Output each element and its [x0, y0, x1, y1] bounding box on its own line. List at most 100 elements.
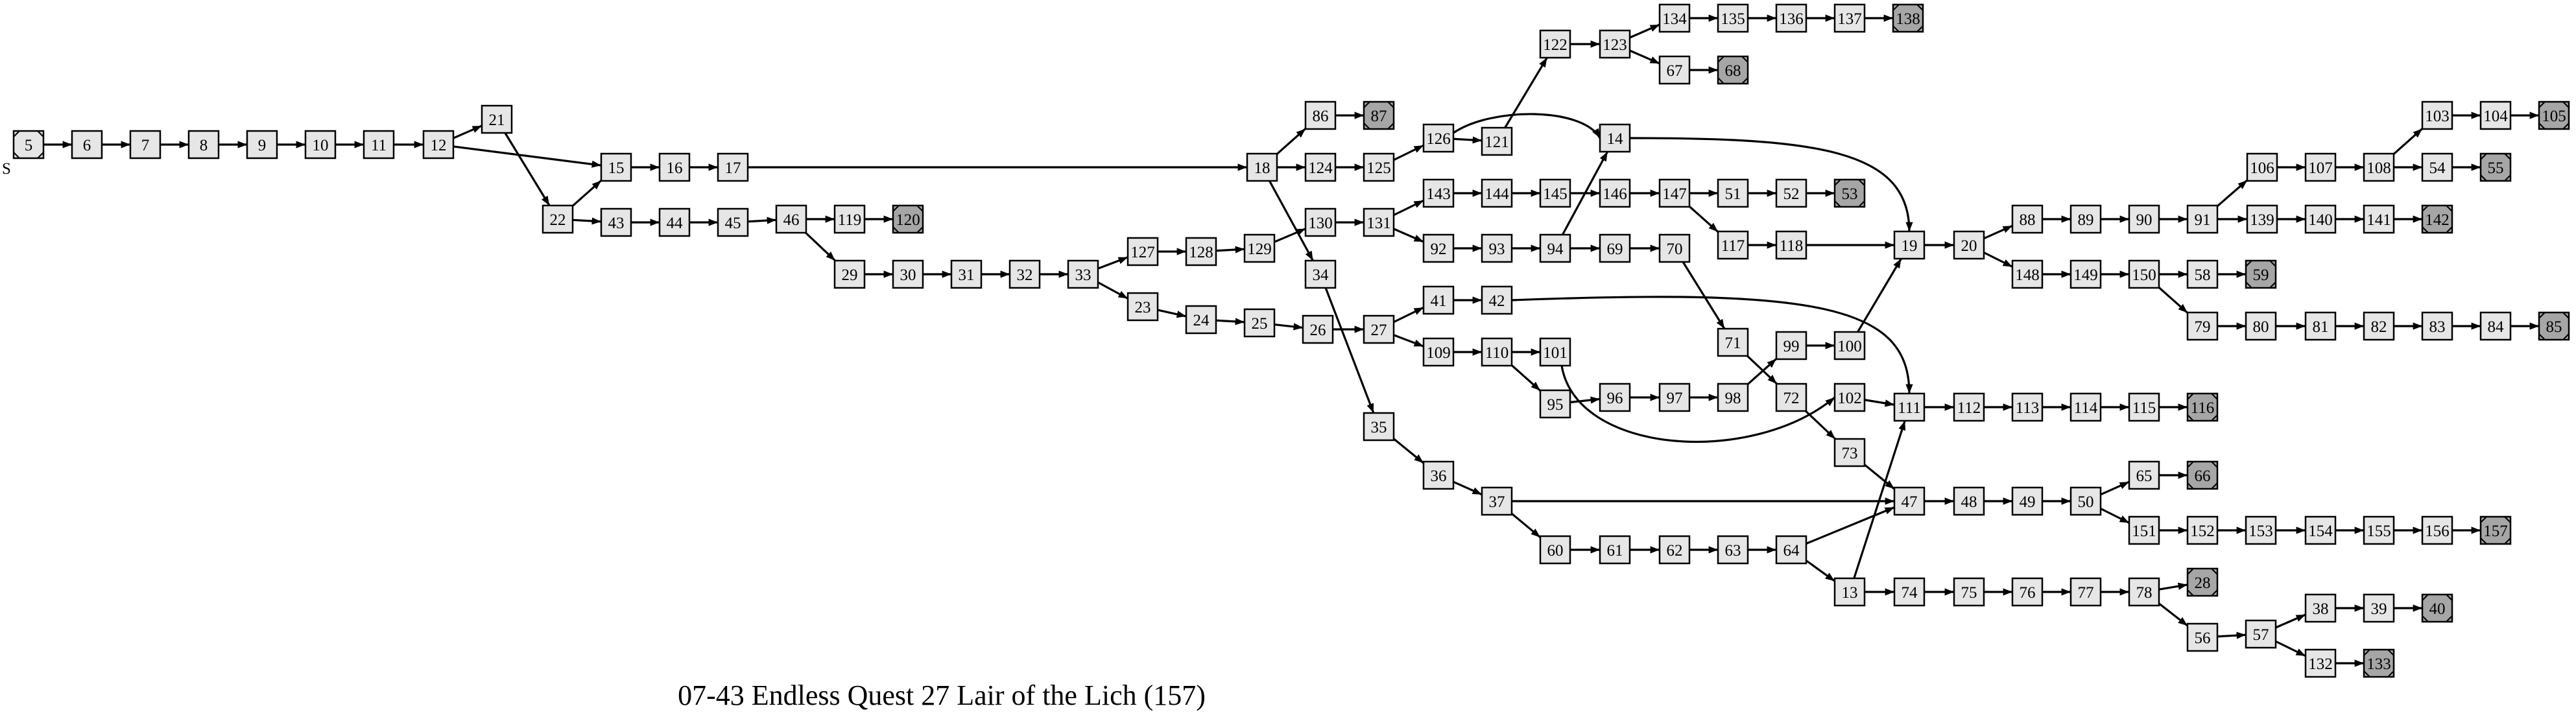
node-86: 86	[1304, 100, 1337, 130]
node-95: 95	[1539, 389, 1571, 419]
node-label: 148	[2015, 266, 2040, 284]
node-45: 45	[717, 207, 749, 237]
edge-72-to-73	[1805, 410, 1836, 440]
edge-27-to-109	[1393, 334, 1424, 348]
node-139: 139	[2246, 204, 2278, 234]
node-label: 128	[1189, 244, 1213, 261]
node-label: 96	[1607, 390, 1623, 407]
node-label: 119	[838, 211, 862, 229]
node-151: 151	[2128, 515, 2160, 545]
edge-123-to-67	[1629, 49, 1660, 65]
node-124: 124	[1304, 152, 1337, 182]
edge-12-to-15	[453, 145, 602, 168]
edge-33-to-23	[1097, 281, 1128, 300]
node-29: 29	[833, 259, 866, 289]
node-label: 134	[1662, 10, 1687, 28]
edge-42-to-111	[1511, 296, 1913, 394]
node-54: 54	[2421, 152, 2453, 182]
node-label: 91	[2195, 211, 2211, 229]
edge-128-to-129	[1215, 246, 1245, 253]
node-19: 19	[1893, 230, 1926, 260]
node-label: 57	[2253, 626, 2269, 644]
node-125: 125	[1363, 152, 1395, 182]
node-label: 63	[1725, 542, 1741, 560]
node-130: 130	[1304, 207, 1337, 237]
node-label: 152	[2190, 523, 2215, 540]
node-label: 144	[1485, 185, 1509, 203]
node-8: 8	[187, 130, 220, 159]
node-70: 70	[1658, 233, 1691, 263]
node-73: 73	[1833, 438, 1866, 467]
node-label: 74	[1902, 584, 1918, 602]
node-label: 131	[1366, 215, 1391, 232]
node-label: 122	[1543, 36, 1568, 54]
edge-27-to-41	[1393, 306, 1424, 324]
node-64: 64	[1775, 535, 1807, 565]
edge-95-to-96	[1569, 396, 1601, 404]
node-146: 146	[1599, 178, 1631, 208]
node-112: 112	[1953, 392, 1985, 422]
node-label: 120	[896, 211, 920, 229]
node-56: 56	[2186, 622, 2219, 652]
edge-35-to-36	[1392, 438, 1425, 464]
edge-125-to-126	[1393, 144, 1424, 161]
edge-78-to-28	[2158, 582, 2188, 591]
node-label: 30	[900, 266, 916, 284]
node-90: 90	[2128, 204, 2160, 234]
node-77: 77	[2069, 577, 2102, 607]
node-label: 82	[2371, 318, 2387, 336]
node-31: 31	[950, 259, 983, 289]
node-149: 149	[2069, 259, 2102, 289]
node-71: 71	[1717, 327, 1749, 357]
node-label: 126	[1426, 130, 1451, 148]
ending-node-55: 55	[2479, 152, 2512, 182]
node-88: 88	[2011, 204, 2044, 234]
node-label: 75	[1961, 584, 1977, 602]
node-129: 129	[1243, 233, 1276, 263]
node-75: 75	[1953, 577, 1985, 607]
node-label: 56	[2195, 630, 2211, 647]
node-153: 153	[2245, 515, 2277, 545]
node-label: 103	[2425, 108, 2450, 125]
edge-126-to-121	[1453, 136, 1483, 144]
edge-131-to-92	[1393, 228, 1424, 243]
node-57: 57	[2245, 619, 2277, 649]
node-label: 24	[1193, 312, 1210, 329]
node-27: 27	[1363, 314, 1395, 344]
node-label: 107	[2308, 159, 2333, 177]
edge-46-to-29	[805, 231, 836, 262]
node-label: 38	[2313, 600, 2329, 618]
node-152: 152	[2186, 515, 2219, 545]
node-117: 117	[1717, 230, 1749, 260]
node-label: 81	[2313, 318, 2329, 336]
edge-36-to-37	[1453, 480, 1483, 496]
node-109: 109	[1422, 337, 1455, 367]
node-label: 51	[1725, 185, 1741, 203]
node-label: 71	[1725, 335, 1741, 352]
edge-78-to-56	[2158, 602, 2188, 627]
node-label: 106	[2250, 159, 2274, 177]
node-84: 84	[2479, 311, 2512, 341]
node-label: 72	[1783, 390, 1800, 407]
ending-node-120: 120	[892, 204, 924, 234]
node-50: 50	[2069, 486, 2102, 516]
node-label: 41	[1431, 292, 1447, 310]
node-label: 26	[1310, 322, 1326, 339]
node-label: 138	[1896, 10, 1920, 28]
node-150: 150	[2128, 259, 2160, 289]
node-label: 44	[667, 215, 684, 232]
node-label: 28	[2195, 574, 2211, 592]
edge-70-to-71	[1682, 261, 1726, 329]
node-label: 150	[2132, 266, 2156, 284]
edge-22-to-15	[571, 180, 602, 207]
node-15: 15	[600, 152, 632, 182]
node-label: 104	[2483, 108, 2508, 125]
edge-94-to-14	[1561, 151, 1609, 235]
edge-73-to-47	[1863, 464, 1896, 490]
node-46: 46	[775, 204, 807, 234]
node-label: 84	[2488, 318, 2505, 336]
node-93: 93	[1481, 233, 1513, 263]
node-label: 130	[1308, 215, 1333, 232]
edge-108-to-103	[2392, 128, 2424, 155]
node-147: 147	[1658, 178, 1691, 208]
